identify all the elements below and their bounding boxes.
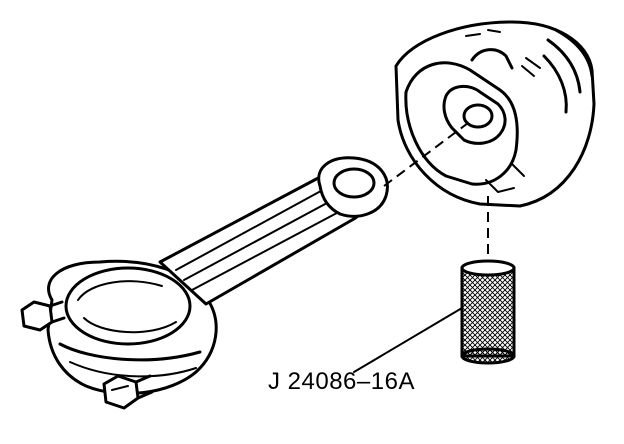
rod-big-end xyxy=(46,259,218,395)
piston xyxy=(394,20,596,208)
piston-ring-groove xyxy=(554,28,594,78)
piston-pin-boss xyxy=(442,85,507,145)
callout-leader-line xyxy=(353,307,463,373)
rod-small-end-bore xyxy=(332,167,376,199)
piston-pin xyxy=(460,259,516,365)
rod-bolt-lower xyxy=(102,374,154,410)
rod-small-end xyxy=(317,156,389,218)
tool-callout-label: J 24086–16A xyxy=(268,368,415,395)
rod-big-end-bore xyxy=(64,266,192,346)
piston-pin-bore xyxy=(462,103,494,129)
alignment-line-rod-to-piston xyxy=(383,119,473,187)
piston-underside-opening xyxy=(404,61,519,186)
connecting-rod xyxy=(20,156,389,410)
rod-bolt-upper xyxy=(20,300,66,332)
